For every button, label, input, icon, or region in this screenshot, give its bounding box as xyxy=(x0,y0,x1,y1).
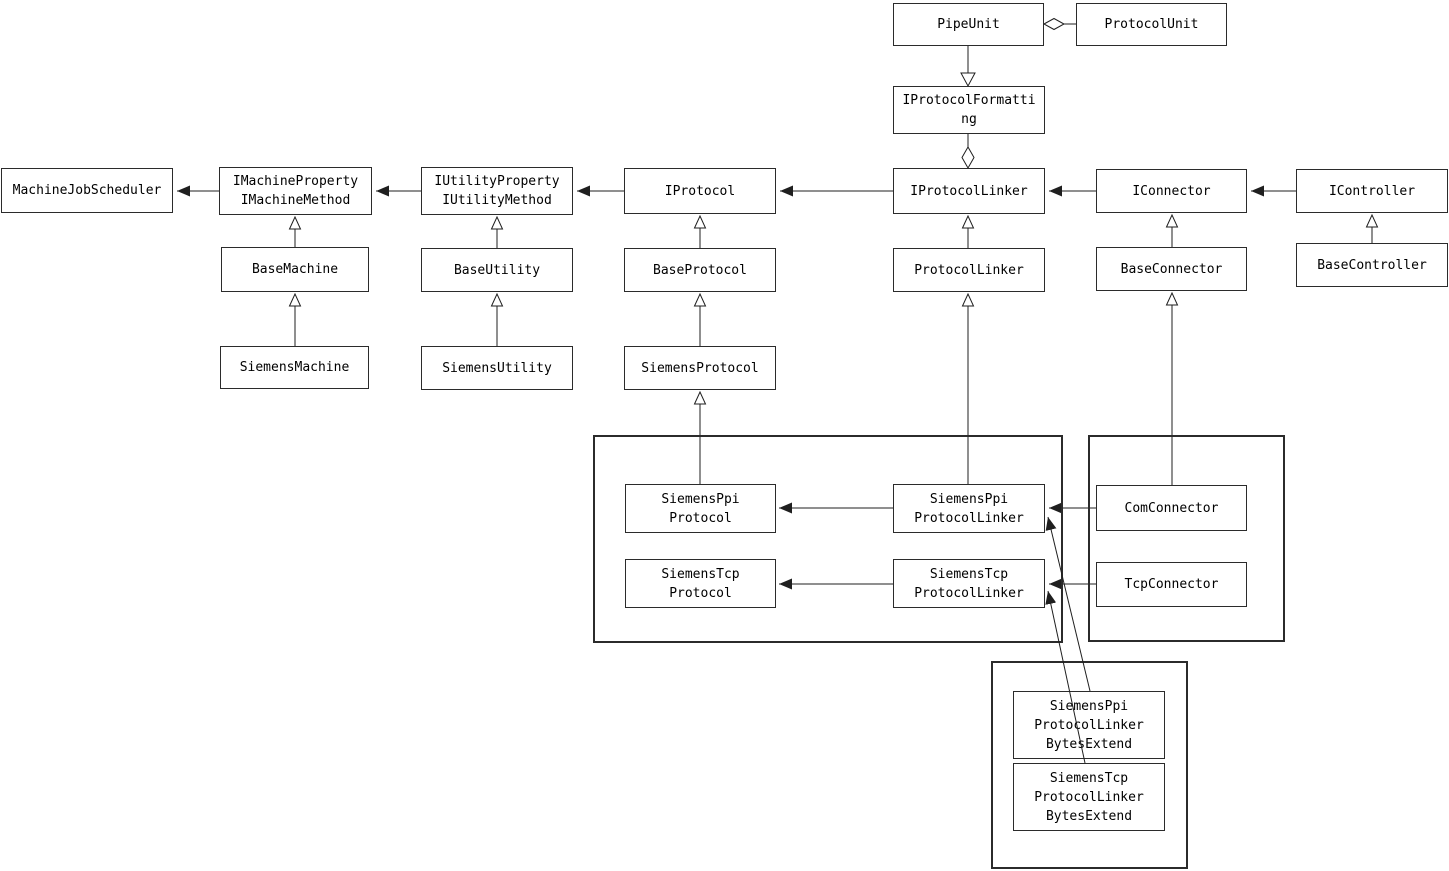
class-box-siemens-tcp-protocol[interactable]: SiemensTcp Protocol xyxy=(625,559,776,608)
class-name: BaseMachine xyxy=(251,262,339,277)
class-name: BaseUtility xyxy=(453,262,541,278)
class-name: ProtocolLinker xyxy=(914,262,1024,278)
class-name: BaseController xyxy=(1317,257,1427,273)
class-box-iutility-property-method[interactable]: IUtilityProperty IUtilityMethod xyxy=(421,167,573,215)
class-name: SiemensPpi ProtocolLinker xyxy=(914,491,1024,526)
class-name: IConnector xyxy=(1132,183,1211,199)
class-name: MachineJobScheduler xyxy=(12,183,162,198)
class-name: SiemensPpi ProtocolLinker BytesExtend xyxy=(1034,698,1144,752)
class-box-base-utility[interactable]: BaseUtility xyxy=(421,248,573,292)
class-name: SiemensTcp Protocol xyxy=(661,566,740,601)
class-box-siemens-utility[interactable]: SiemensUtility xyxy=(421,346,573,390)
class-box-siemens-protocol[interactable]: SiemensProtocol xyxy=(624,346,776,390)
class-box-machine-job-scheduler[interactable]: MachineJobScheduler xyxy=(1,168,173,213)
class-name: SiemensProtocol xyxy=(641,360,759,376)
class-box-iprotocol-linker[interactable]: IProtocolLinker xyxy=(893,168,1045,214)
class-box-iprotocol[interactable]: IProtocol xyxy=(624,168,776,214)
class-box-siemens-tcp-protocol-linker[interactable]: SiemensTcp ProtocolLinker xyxy=(893,559,1045,608)
class-name: BaseConnector xyxy=(1120,261,1223,277)
class-box-siemens-ppi-protocol[interactable]: SiemensPpi Protocol xyxy=(625,484,776,533)
class-name: TcpConnector xyxy=(1124,577,1219,592)
group-connectors xyxy=(1088,435,1285,642)
class-box-base-protocol[interactable]: BaseProtocol xyxy=(624,248,776,292)
class-name: IController xyxy=(1328,183,1416,199)
class-box-base-machine[interactable]: BaseMachine xyxy=(221,247,369,292)
class-name: SiemensTcp ProtocolLinker xyxy=(914,566,1024,601)
class-name: SiemensMachine xyxy=(239,360,350,375)
class-box-base-connector[interactable]: BaseConnector xyxy=(1096,247,1247,291)
class-box-pipe-unit[interactable]: PipeUnit xyxy=(893,3,1044,46)
class-box-protocol-unit[interactable]: ProtocolUnit xyxy=(1076,3,1227,46)
class-name: SiemensUtility xyxy=(442,360,552,376)
class-name: BaseProtocol xyxy=(653,262,747,278)
class-name: SiemensPpi Protocol xyxy=(661,491,740,526)
class-box-icontroller[interactable]: IController xyxy=(1296,169,1448,213)
class-box-iprotocol-formatting[interactable]: IProtocolFormatti ng xyxy=(893,86,1045,134)
class-name: IUtilityProperty IUtilityMethod xyxy=(434,174,560,208)
class-name: ComConnector xyxy=(1124,500,1219,516)
class-box-siemens-ppi-protocol-linker-bytes-extend[interactable]: SiemensPpi ProtocolLinker BytesExtend xyxy=(1013,691,1165,759)
class-name: IProtocolLinker xyxy=(910,183,1028,199)
class-name: ProtocolUnit xyxy=(1104,17,1199,32)
class-box-siemens-tcp-protocol-linker-bytes-extend[interactable]: SiemensTcp ProtocolLinker BytesExtend xyxy=(1013,763,1165,831)
group-siemens-protocols-and-linkers xyxy=(593,435,1063,643)
class-box-iconnector[interactable]: IConnector xyxy=(1096,169,1247,213)
class-box-siemens-ppi-protocol-linker[interactable]: SiemensPpi ProtocolLinker xyxy=(893,484,1045,533)
class-box-siemens-machine[interactable]: SiemensMachine xyxy=(220,346,369,389)
class-name: IProtocolFormatti ng xyxy=(902,93,1036,127)
class-box-imachine-property-method[interactable]: IMachineProperty IMachineMethod xyxy=(219,167,372,215)
class-name: PipeUnit xyxy=(937,17,1000,32)
class-box-protocol-linker[interactable]: ProtocolLinker xyxy=(893,248,1045,292)
class-box-tcp-connector[interactable]: TcpConnector xyxy=(1096,562,1247,607)
class-box-com-connector[interactable]: ComConnector xyxy=(1096,485,1247,531)
class-name: SiemensTcp ProtocolLinker BytesExtend xyxy=(1034,770,1144,824)
class-name: IProtocol xyxy=(664,183,736,199)
class-name: IMachineProperty IMachineMethod xyxy=(232,174,359,208)
class-box-base-controller[interactable]: BaseController xyxy=(1296,243,1448,287)
